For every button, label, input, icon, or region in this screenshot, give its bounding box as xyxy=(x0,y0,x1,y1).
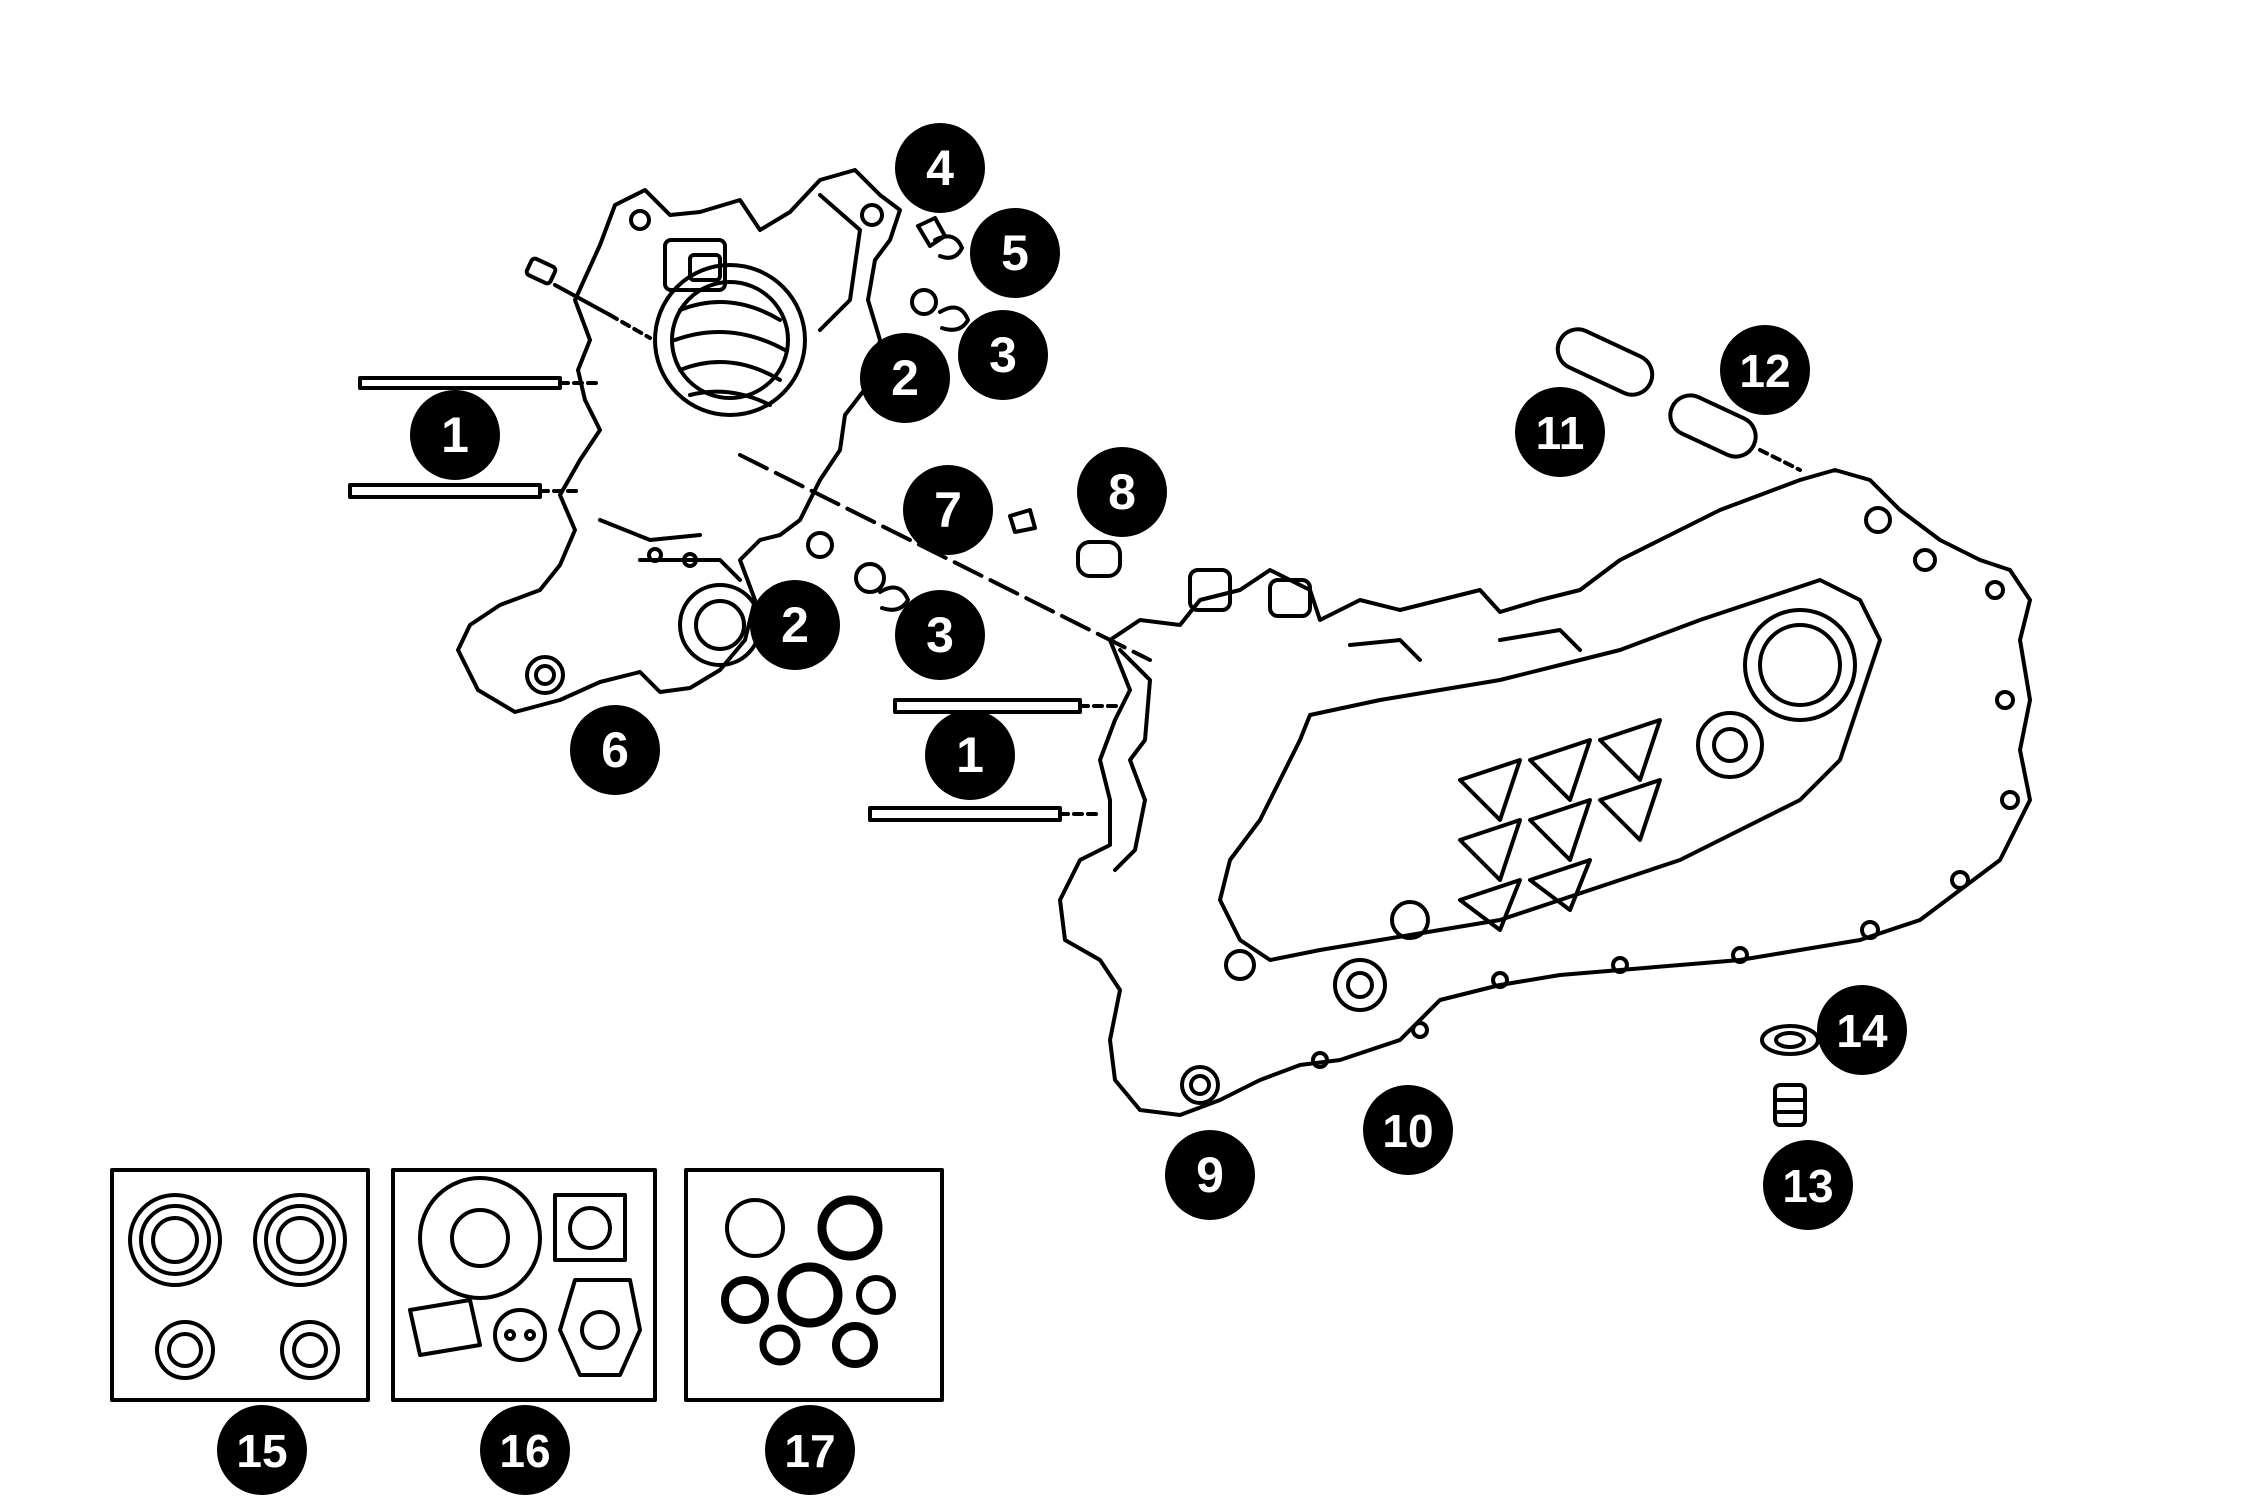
callout-number: 15 xyxy=(236,1425,287,1477)
callout-circle xyxy=(1515,387,1605,477)
callout-circle xyxy=(480,1405,570,1495)
callout-circle xyxy=(1363,1085,1453,1175)
callout-number: 2 xyxy=(891,350,919,406)
callout-circle xyxy=(1720,325,1810,415)
callout-circle xyxy=(895,123,985,213)
callout-circle xyxy=(1165,1130,1255,1220)
oring-kit-box xyxy=(684,1168,944,1402)
bearing-kit-box xyxy=(110,1168,370,1402)
callout-number: 14 xyxy=(1836,1005,1888,1057)
callout-circle xyxy=(958,310,1048,400)
callout-2-badge: 2 xyxy=(860,333,950,423)
callout-12-badge: 12 xyxy=(1720,325,1810,415)
callout-circle xyxy=(860,333,950,423)
left-crankcase-half xyxy=(456,168,902,714)
callout-number: 1 xyxy=(956,727,984,783)
callout-number: 17 xyxy=(784,1425,835,1477)
bolt xyxy=(524,256,652,340)
callout-1-badge: 1 xyxy=(925,710,1015,800)
drain-plug-washer xyxy=(1760,1024,1820,1127)
callout-4-badge: 4 xyxy=(895,123,985,213)
callout-11-badge: 11 xyxy=(1515,387,1605,477)
callout-number: 16 xyxy=(499,1425,550,1477)
stud-set-left xyxy=(348,376,602,499)
callout-number: 3 xyxy=(926,607,954,663)
callout-circle xyxy=(970,208,1060,298)
callout-circle xyxy=(765,1405,855,1495)
callout-number: 12 xyxy=(1739,345,1790,397)
callout-3-badge: 3 xyxy=(958,310,1048,400)
callout-6-badge: 6 xyxy=(570,705,660,795)
clip-parts xyxy=(854,216,1122,612)
callout-17-badge: 17 xyxy=(765,1405,855,1495)
callout-circle xyxy=(410,390,500,480)
callout-circle xyxy=(895,590,985,680)
callout-number: 5 xyxy=(1001,225,1029,281)
callout-number: 8 xyxy=(1108,464,1136,520)
callout-number: 6 xyxy=(601,722,629,778)
callout-circle xyxy=(1077,447,1167,537)
callout-10-badge: 10 xyxy=(1363,1085,1453,1175)
callout-circle xyxy=(217,1405,307,1495)
callout-number: 4 xyxy=(926,140,954,196)
callout-9-badge: 9 xyxy=(1165,1130,1255,1220)
callout-circle xyxy=(750,580,840,670)
callout-7-badge: 7 xyxy=(903,465,993,555)
stud-set-right xyxy=(868,698,1122,822)
callout-number: 2 xyxy=(781,597,809,653)
callout-circle xyxy=(570,705,660,795)
callout-8-badge: 8 xyxy=(1077,447,1167,537)
callout-number: 10 xyxy=(1382,1105,1433,1157)
callout-2-badge: 2 xyxy=(750,580,840,670)
callout-number: 3 xyxy=(989,327,1017,383)
gasket-kit-box xyxy=(391,1168,657,1402)
callout-circle xyxy=(925,710,1015,800)
callout-number: 13 xyxy=(1782,1160,1833,1212)
callout-5-badge: 5 xyxy=(970,208,1060,298)
callout-number: 1 xyxy=(441,407,469,463)
callout-16-badge: 16 xyxy=(480,1405,570,1495)
callout-1-badge: 1 xyxy=(410,390,500,480)
callout-number: 7 xyxy=(934,482,962,538)
callout-15-badge: 15 xyxy=(217,1405,307,1495)
callout-3-badge: 3 xyxy=(895,590,985,680)
callout-circle xyxy=(903,465,993,555)
callout-13-badge: 13 xyxy=(1763,1140,1853,1230)
callout-number: 11 xyxy=(1536,407,1585,459)
bushings xyxy=(1555,327,1802,472)
right-crankcase-half xyxy=(1058,468,2032,1117)
callout-14-badge: 14 xyxy=(1817,985,1907,1075)
callout-circle xyxy=(1817,985,1907,1075)
callout-circle xyxy=(1763,1140,1853,1230)
callout-number: 9 xyxy=(1196,1147,1224,1203)
